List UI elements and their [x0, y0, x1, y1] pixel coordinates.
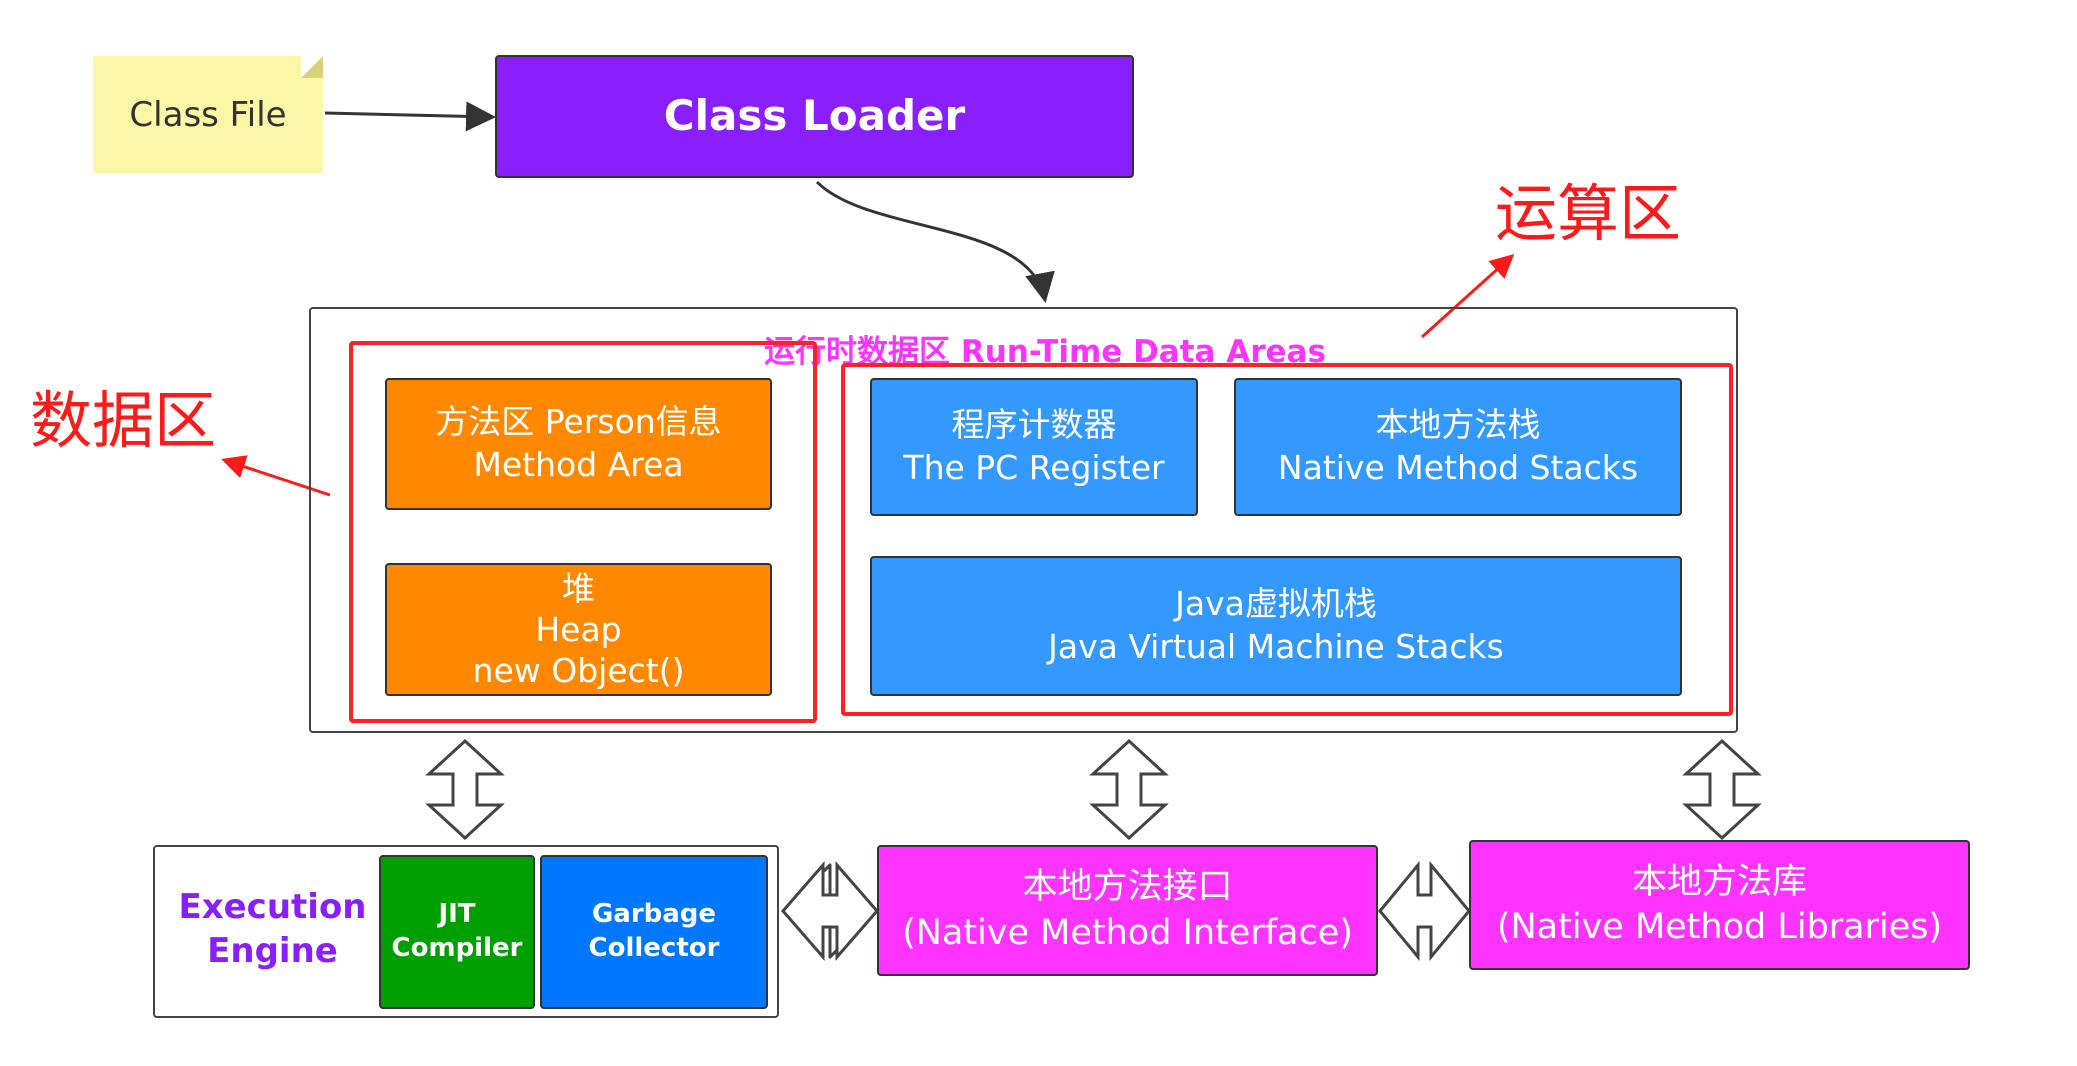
class-file-note: Class File	[93, 56, 323, 173]
method-area-cn: 方法区 Person信息	[435, 402, 722, 442]
jit-compiler-box: JIT Compiler	[379, 855, 535, 1009]
native-method-stacks-box: 本地方法栈 Native Method Stacks	[1234, 378, 1682, 516]
heap-box: 堆 Heap new Object()	[385, 563, 772, 696]
data-zone-annotation: 数据区	[30, 384, 217, 457]
pc-register-box: 程序计数器 The PC Register	[870, 378, 1198, 516]
heap-cn: 堆	[562, 568, 595, 608]
gc-line1: Garbage	[591, 899, 717, 930]
native-libraries-cn: 本地方法库	[1631, 861, 1807, 902]
native-method-stacks-en: Native Method Stacks	[1277, 448, 1639, 487]
double-arrow-horizontal-icon	[1378, 860, 1471, 962]
execution-engine-line2: Engine	[207, 931, 338, 972]
native-interface-en: (Native Method Interface)	[902, 912, 1353, 953]
native-interface-cn: 本地方法接口	[1022, 867, 1233, 907]
compute-zone-annotation: 运算区	[1495, 177, 1682, 250]
method-area-en: Method Area	[473, 445, 684, 484]
arrow-classfile-to-loader	[324, 101, 496, 132]
jvm-stacks-box: Java虚拟机栈 Java Virtual Machine Stacks	[870, 556, 1682, 696]
pc-register-cn: 程序计数器	[951, 405, 1117, 445]
jvm-stacks-en: Java Virtual Machine Stacks	[1048, 627, 1504, 666]
gc-line2: Collector	[588, 933, 720, 963]
heap-en: Heap	[535, 609, 622, 649]
data-zone-frame	[349, 341, 817, 723]
red-arrow-data-zone	[221, 455, 331, 497]
native-method-libraries-box: 本地方法库 (Native Method Libraries)	[1469, 840, 1970, 970]
native-method-stacks-cn: 本地方法栈	[1375, 405, 1541, 445]
execution-engine-box	[153, 845, 779, 1018]
runtime-data-areas-container	[309, 307, 1738, 733]
class-file-label: Class File	[129, 94, 287, 135]
jvm-stacks-cn: Java虚拟机栈	[1175, 584, 1377, 624]
red-arrow-compute-zone	[1420, 253, 1515, 339]
heap-note: new Object()	[472, 651, 685, 691]
execution-engine-line1: Execution	[178, 887, 367, 927]
execution-engine-label: Execution Engine	[170, 885, 375, 973]
pc-register-en: The PC Register	[903, 448, 1165, 487]
method-area-box: 方法区 Person信息 Method Area	[385, 378, 772, 510]
native-method-interface-box: 本地方法接口 (Native Method Interface)	[877, 845, 1378, 976]
class-loader-label: Class Loader	[663, 91, 966, 141]
jit-line2: Compiler	[391, 933, 523, 963]
native-libraries-en: (Native Method Libraries)	[1496, 907, 1943, 947]
double-arrow-vertical-icon	[425, 738, 505, 841]
arrow-loader-to-runtime	[815, 180, 1055, 303]
compute-zone-frame	[841, 363, 1733, 716]
double-arrow-vertical-icon	[1682, 738, 1762, 841]
double-arrow-vertical-icon	[1089, 738, 1169, 841]
jit-line1: JIT	[438, 899, 476, 930]
class-loader-box: Class Loader	[495, 55, 1134, 178]
garbage-collector-box: Garbage Collector	[540, 855, 768, 1009]
